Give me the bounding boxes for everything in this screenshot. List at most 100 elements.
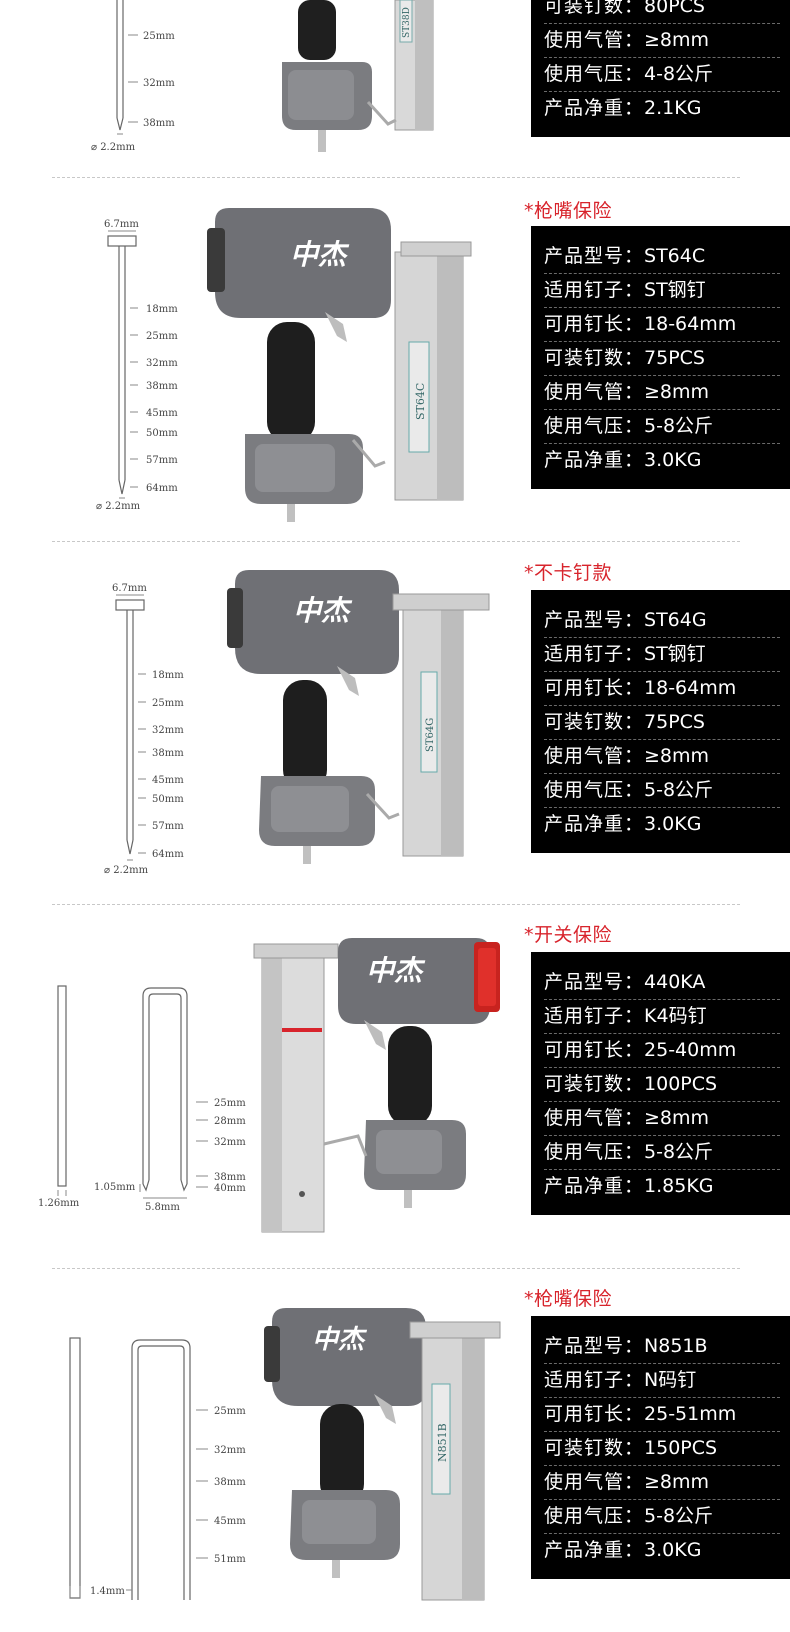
nail-mark-label: 25mm [143,31,175,42]
spec-panel: 产品型号：ST64C 适用钉子：ST钢钉 可用钉长：18-64mm 可装钉数：7… [531,226,790,489]
nail-mark-label: 64mm [152,849,184,860]
spec-value: 100PCS [644,1073,718,1095]
brand-logo: 中杰 [312,1325,368,1355]
staple-mark-label: 51mm [214,1554,246,1565]
spec-row: 可装钉数：100PCS [544,1068,780,1102]
spec-value: ST64C [644,245,706,267]
spec-label: 使用气压： [544,1505,645,1527]
spec-row: 使用气管：≥8mm [544,1102,780,1136]
nail-mark-label: 50mm [152,794,184,805]
spec-label: 可用钉长： [544,313,645,335]
spec-value: 75PCS [644,711,705,733]
nail-size-diagram: 6.7mm 18mm 25mm 32mm 38mm 45mm 50mm 57mm… [104,583,184,876]
nail-mark-label: 57mm [146,455,178,466]
nail-mark-label: 38mm [143,118,175,129]
product-section-5: *枪嘴保险 1.4mm 25mm 32mm 38mm 45mm 51mm 中杰 … [0,1276,790,1632]
product-section-2: *枪嘴保险 6.7mm 18mm 25mm 32mm 38mm 45mm 50m… [0,190,790,546]
spec-value: ST钢钉 [644,279,706,301]
nail-mark-label: 25mm [152,698,184,709]
staple-leg-label: 1.05mm [94,1182,136,1193]
spec-value: ST钢钉 [644,643,706,665]
spec-row: 可用钉长：18-64mm [544,308,780,342]
spec-value: 150PCS [644,1437,718,1459]
staple-mark-label: 25mm [214,1406,246,1417]
spec-value: 3.0KG [644,813,702,835]
spec-label: 使用气管： [544,381,645,403]
nail-size-diagram: 6.7mm 18mm 25mm 32mm 38mm 45mm 50mm 57mm… [96,219,178,512]
spec-label: 产品净重： [544,449,645,471]
spec-row: 适用钉子：N码钉 [544,1364,780,1398]
spec-row: 使用气压：5-8公斤 [544,410,780,444]
nail-gun-image: ST38D [282,0,434,152]
spec-label: 产品净重： [544,813,645,835]
spec-label: 适用钉子： [544,643,645,665]
nail-mark-label: 18mm [152,670,184,681]
nail-head-label: 6.7mm [112,583,147,594]
staple-mark-label: 25mm [214,1098,246,1109]
spec-row: 产品型号：N851B [544,1330,780,1364]
nail-mark-label: 32mm [152,725,184,736]
nail-mark-label: 38mm [146,381,178,392]
section-divider [52,1268,740,1269]
spec-value: 5-8公斤 [644,1141,714,1163]
spec-row: 使用气管：≥8mm [544,24,780,58]
staple-mark-label: 38mm [214,1477,246,1488]
spec-row: 产品型号：ST64C [544,240,780,274]
spec-value: 440KA [644,971,706,993]
spec-value: 25-51mm [644,1403,737,1425]
product-section-4: *开关保险 1.26mm 1.05mm 5.8mm 25mm 28mm 32mm… [0,914,790,1270]
spec-row: 可用钉长：25-51mm [544,1398,780,1432]
nail-head-label: 6.7mm [104,219,139,230]
nail-mark-label: 45mm [146,408,178,419]
spec-row: 可装钉数：75PCS [544,342,780,376]
staple-size-diagram: 1.4mm 25mm 32mm 38mm 45mm 51mm [69,1337,246,1600]
model-print: ST64C [414,383,427,420]
spec-value: ST64G [644,609,707,631]
spec-value: N851B [644,1335,708,1357]
staple-mark-label: 28mm [214,1116,246,1127]
nail-gun-image: 中杰 ST64G [227,570,490,864]
spec-value: 3.0KG [644,449,702,471]
spec-label: 使用气管： [544,1471,645,1493]
spec-value: 5-8公斤 [644,415,714,437]
spec-label: 产品净重： [544,97,645,119]
spec-label: 可装钉数： [544,1437,645,1459]
spec-row: 使用气管：≥8mm [544,740,780,774]
staple-mark-label: 40mm [214,1183,246,1194]
spec-label: 使用气压： [544,63,645,85]
spec-value: 5-8公斤 [644,779,714,801]
spec-label: 产品型号： [544,1335,645,1357]
spec-label: 使用气管： [544,1107,645,1129]
spec-value: ≥8mm [644,29,710,51]
nail-mark-label: 38mm [152,748,184,759]
nail-gun-image: 中杰 N851B [264,1308,501,1601]
spec-value: 5-8公斤 [644,1505,714,1527]
spec-label: 可用钉长： [544,1403,645,1425]
spec-row: 产品净重：3.0KG [544,444,780,477]
spec-row: 可用钉长：18-64mm [544,672,780,706]
spec-row: 产品型号：ST64G [544,604,780,638]
spec-value: ≥8mm [644,1107,710,1129]
brand-logo: 中杰 [290,238,350,271]
spec-label: 可用钉长： [544,1039,645,1061]
spec-label: 产品净重： [544,1175,645,1197]
spec-row: 使用气管：≥8mm [544,376,780,410]
nail-mark-label: 32mm [146,358,178,369]
spec-label: 使用气压： [544,415,645,437]
brand-logo: 中杰 [293,594,353,627]
spec-row: 使用气压：5-8公斤 [544,1500,780,1534]
staple-mark-label: 32mm [214,1445,246,1456]
spec-label: 使用气管： [544,29,645,51]
nail-diameter-label: ⌀ 2.2mm [91,142,136,153]
nail-gun-image: 中杰 [253,938,500,1233]
nail-diameter-label: ⌀ 2.2mm [104,865,149,876]
spec-row: 产品型号：440KA [544,966,780,1000]
spec-value: N码钉 [644,1369,697,1391]
spec-value: 18-64mm [644,313,737,335]
spec-panel: 产品型号：440KA 适用钉子：K4码钉 可用钉长：25-40mm 可装钉数：1… [531,952,790,1215]
spec-label: 适用钉子： [544,1005,645,1027]
spec-value: 2.1KG [644,97,702,119]
product-section-3: *不卡钉款 6.7mm 18mm 25mm 32mm 38mm 45mm 50m… [0,552,790,908]
spec-row: 使用气管：≥8mm [544,1466,780,1500]
spec-value: 75PCS [644,347,705,369]
